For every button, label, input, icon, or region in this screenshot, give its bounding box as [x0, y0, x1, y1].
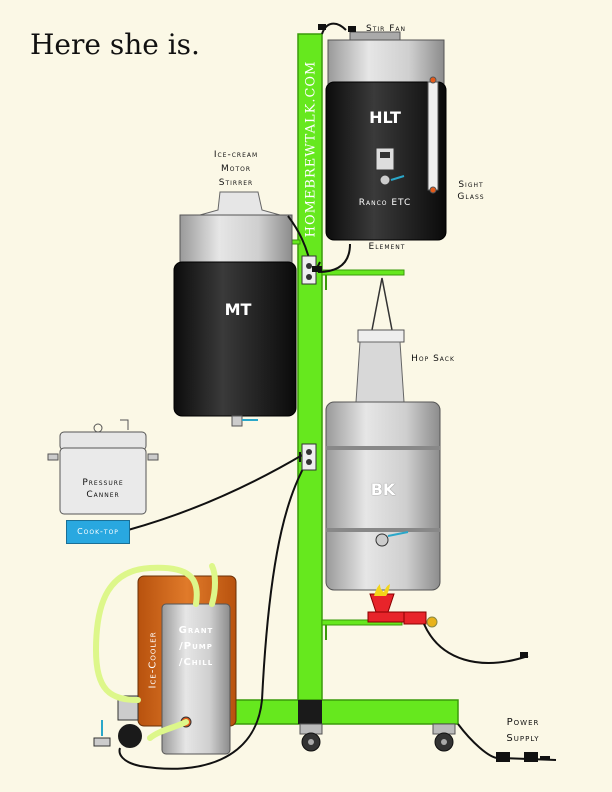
watermark-text: HOMEBREWTALK.COM [303, 60, 319, 238]
label-sight-glass-line1: Sight [458, 180, 484, 190]
label-motor-line3: Stirrer [218, 178, 254, 188]
caster-right [432, 723, 456, 752]
label-sight-glass-line2: Glass [457, 192, 485, 202]
page-headline: Here she is. [30, 28, 200, 61]
outlet-lower [301, 443, 317, 471]
mt-vessel [173, 191, 297, 427]
hop-sack [355, 277, 405, 403]
label-grant-line2: /Pump [179, 641, 213, 652]
label-grant-line3: /Chill [178, 657, 214, 668]
label-hlt: HLT [369, 108, 401, 127]
label-hop-sack: Hop Sack [411, 354, 455, 364]
label-grant-line1: Grant [178, 625, 214, 636]
plugs [312, 24, 550, 762]
caster-left [299, 723, 323, 752]
pump [93, 695, 142, 748]
label-mt: MT [224, 300, 252, 319]
label-stir-fan: Stir Fan [366, 24, 406, 34]
label-power-line1: Power [506, 717, 540, 728]
label-canner-line1: Pressure [82, 478, 124, 488]
label-motor-line2: Motor [220, 164, 252, 174]
label-canner-line2: Canner [86, 490, 120, 500]
frame-watermark: HOMEBREWTALK.COM [300, 34, 322, 264]
cooktop: Cook-top [66, 520, 130, 544]
label-element: Element [368, 242, 406, 252]
label-bk: BK [370, 480, 396, 499]
pressure-canner [47, 419, 159, 515]
label-ranco: Ranco ETC [358, 198, 412, 208]
label-power-line2: Supply [506, 733, 540, 744]
label-ice-cooler: Ice-Cooler [147, 631, 159, 689]
hlt-vessel [325, 31, 447, 241]
outlet-upper [301, 255, 317, 285]
frame [225, 33, 459, 725]
bk-vessel [325, 401, 441, 628]
chiller-hose [92, 563, 218, 741]
label-motor-line1: Ice-cream [213, 150, 259, 160]
